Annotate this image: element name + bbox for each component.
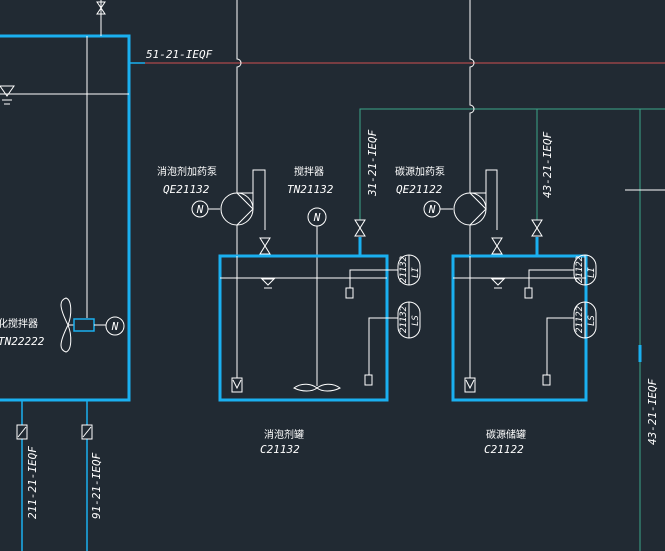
- valve-chevron: [232, 379, 242, 390]
- pipe-label-inlet-1: 31-21-IEQF: [366, 129, 379, 197]
- tank1-name: 消泡剂罐: [264, 428, 304, 441]
- valve-half: [354, 227, 366, 237]
- tank1-outline: [218, 254, 389, 402]
- inlet2-valve-icon: [531, 219, 543, 229]
- left-mixer-motor-icon: [105, 316, 125, 336]
- pipe-label-inlet-2: 43-21-IEQF: [541, 131, 554, 198]
- instrument-function: LS: [587, 315, 597, 326]
- pipe-label-right: 43-21-IEQF: [646, 378, 659, 445]
- instrument-tag: 21132: [399, 256, 409, 283]
- motor-label: N: [428, 203, 436, 216]
- pump-discharge: [237, 192, 254, 209]
- valve-half: [531, 227, 543, 237]
- agitator-name: 搅拌器: [294, 165, 324, 178]
- left-mixer: N 化搅拌器 TN22222: [0, 297, 125, 353]
- pump2-check-valve-icon: [491, 237, 503, 247]
- tank2-name: 碳源储罐: [486, 428, 526, 441]
- tank1-foot-valve-icon: [231, 377, 243, 393]
- motor-label: N: [313, 211, 321, 224]
- pump-outlet-line: [252, 169, 266, 230]
- instrument-tap: [528, 269, 574, 288]
- instrument-tap: [546, 317, 574, 375]
- tank1-level-marker-icon: [260, 278, 276, 286]
- agitator-tag: TN21132: [287, 183, 334, 196]
- left-mixer-blade-icon: [60, 297, 72, 327]
- motor-label: N: [196, 203, 204, 216]
- tank2-tag: C21122: [484, 443, 524, 456]
- instrument-function: LS: [411, 315, 421, 326]
- tank2-foot-valve-icon: [464, 377, 476, 393]
- left-mixer-motor-label: N: [111, 320, 119, 333]
- valve-slash: [17, 426, 27, 438]
- green-line-main: [359, 108, 665, 230]
- instrument-tap: [368, 317, 398, 375]
- green-dosing-line: 43-21-IEQF: [359, 108, 665, 551]
- instrument-tag: 21122: [575, 256, 585, 283]
- left-mixer-tag: TN22222: [0, 335, 45, 348]
- pipe-label-bottom-1: 211-21-IEQF: [26, 446, 39, 519]
- tank1-tag: C21132: [260, 443, 300, 456]
- instrument-tap: [349, 269, 398, 288]
- valve-slash: [82, 426, 92, 438]
- tank2-level-sensor-top: [524, 287, 533, 299]
- upper-feed-lines: [236, 0, 475, 193]
- dosing-system-1: 消泡剂加药泵 QE21132 N 搅拌器 TN21132 N 31-21-IEQ…: [157, 129, 421, 456]
- tank1-level-sensor-top: [345, 287, 354, 299]
- valve-chevron: [465, 379, 475, 390]
- pipe-label-bottom-2: 91-21-IEQF: [90, 452, 103, 519]
- left-tank-outline: [0, 34, 131, 402]
- tank1-level-sensor-bottom: [364, 374, 373, 386]
- valve-half: [96, 7, 106, 15]
- tank2-outline: [451, 254, 588, 402]
- left-tank: [0, 0, 131, 402]
- instrument-tag: 21122: [575, 306, 585, 333]
- pump1-check-valve-icon: [259, 237, 271, 247]
- left-tank-level-marker-icon: [0, 85, 15, 97]
- left-mixer-name: 化搅拌器: [0, 317, 38, 330]
- pump2-name: 碳源加药泵: [395, 165, 445, 178]
- mixer-blade: [60, 323, 72, 353]
- instrument-tag: 21132: [399, 306, 409, 333]
- inlet1-valve-icon: [354, 219, 366, 229]
- tank2-level-marker-icon: [490, 278, 506, 286]
- left-tank-top-valve-icon: [96, 1, 106, 9]
- pump1-name: 消泡剂加药泵: [157, 165, 217, 178]
- pump2-feed-line: [469, 0, 475, 193]
- agitator-impeller-icon: [293, 383, 341, 392]
- top-process-line: 51-21-IEQF: [129, 48, 665, 64]
- dosing-system-2: 碳源加药泵 QE21122 N 43-21-IEQF 21122 LI: [395, 131, 597, 456]
- pump1-feed-line: [236, 0, 242, 193]
- instrument-function: LI: [587, 267, 597, 278]
- pump-discharge: [470, 192, 487, 209]
- pipe-label-top: 51-21-IEQF: [146, 48, 213, 61]
- left-bottom-pipes: 211-21-IEQF 91-21-IEQF: [16, 400, 103, 551]
- pump2-tag: QE21122: [396, 183, 443, 196]
- pump-outlet-line: [485, 169, 498, 230]
- pump1-tag: QE21132: [163, 183, 210, 196]
- instrument-function: LI: [411, 267, 421, 278]
- tank2-level-sensor-bottom: [542, 374, 551, 386]
